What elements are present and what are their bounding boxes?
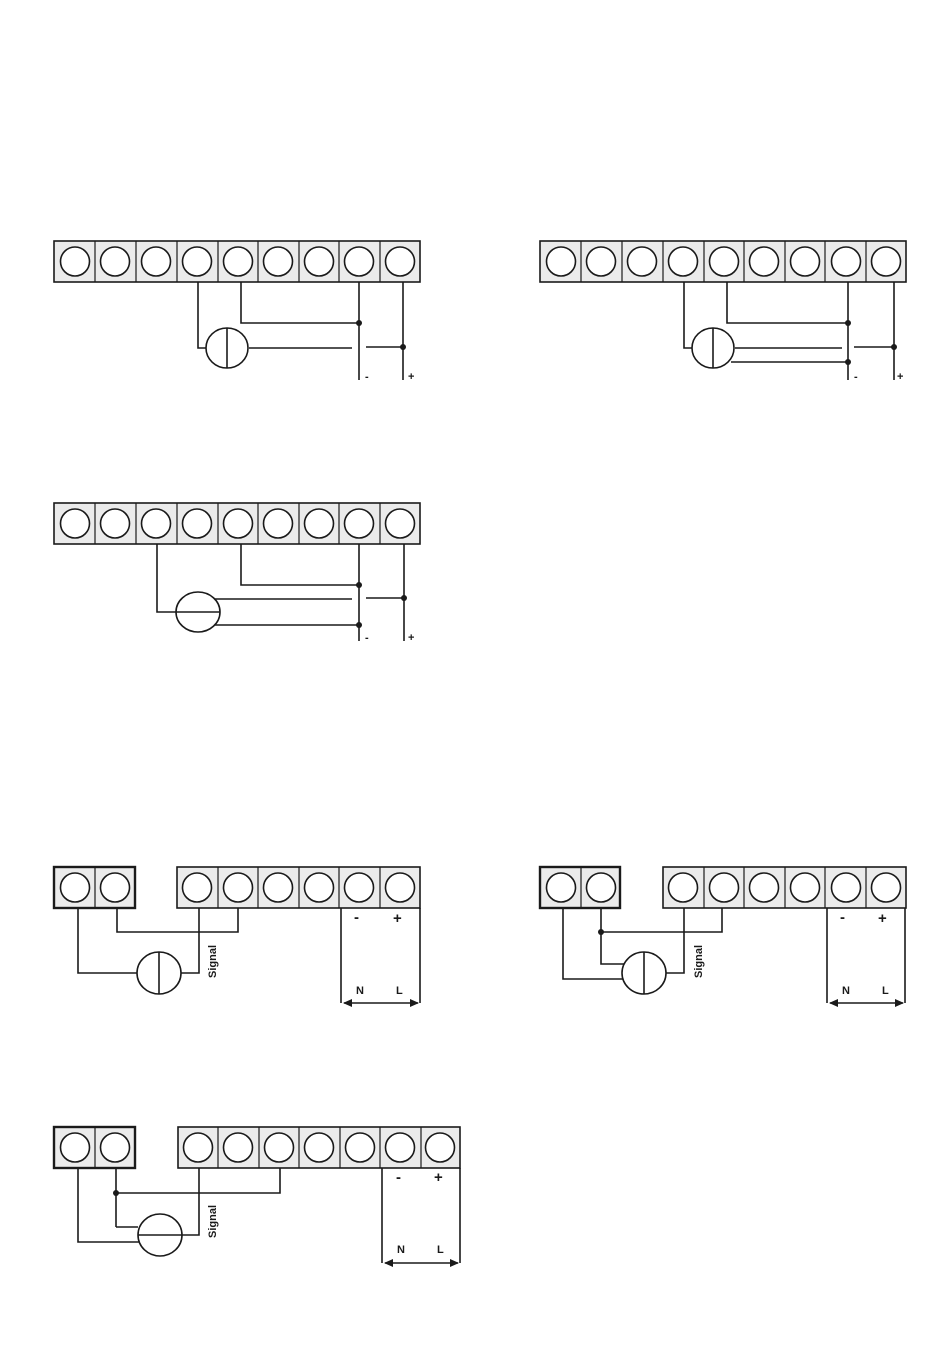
neutral-label: N: [397, 1244, 405, 1256]
plus-label: +: [434, 1169, 443, 1186]
plus-label: +: [408, 632, 414, 644]
junction-dot: [356, 622, 362, 628]
minus-label: -: [354, 909, 359, 926]
junction-dot: [400, 344, 406, 350]
terminal-block: [178, 1127, 460, 1168]
signal-label: Signal: [207, 1205, 219, 1238]
plus-label: +: [393, 910, 402, 927]
junction-dot: [845, 359, 851, 365]
plus-label: +: [878, 910, 887, 927]
terminal-block: [54, 241, 420, 282]
diagram-4: - + Signal N L: [54, 867, 420, 1003]
neutral-label: N: [842, 985, 850, 997]
minus-label: -: [365, 371, 369, 383]
diagram-5: - + Signal N L: [540, 867, 906, 1003]
diagram-1: - +: [54, 241, 420, 383]
minus-label: -: [840, 909, 845, 926]
junction-dot: [401, 595, 407, 601]
diagram-2: - +: [540, 241, 906, 383]
signal-label: Signal: [693, 945, 705, 978]
wires: [78, 908, 420, 1003]
wires: [563, 908, 905, 1003]
terminal-block: [540, 241, 906, 282]
sensor-symbol: [622, 952, 666, 994]
sensor-symbol: [206, 328, 248, 368]
signal-label: Signal: [207, 945, 219, 978]
neutral-label: N: [356, 985, 364, 997]
terminal-block: [54, 503, 420, 544]
line-label: L: [882, 985, 889, 997]
minus-label: -: [854, 371, 858, 383]
terminal-block: [177, 867, 420, 908]
terminal-block: [663, 867, 906, 908]
sensor-terminal-block: [540, 867, 620, 908]
junction-dot: [845, 320, 851, 326]
sensor-symbol: [137, 952, 181, 994]
line-label: L: [396, 985, 403, 997]
sensor-terminal-block: [54, 867, 135, 908]
junction-dot: [113, 1190, 119, 1196]
junction-dot: [598, 929, 604, 935]
junction-dot: [356, 320, 362, 326]
plus-label: +: [408, 371, 414, 383]
sensor-terminal-block: [54, 1127, 135, 1168]
minus-label: -: [365, 632, 369, 644]
minus-label: -: [396, 1169, 401, 1186]
sensor-symbol: [692, 328, 734, 368]
sensor-symbol: [138, 1214, 182, 1256]
diagram-6: - + Signal N L: [54, 1127, 460, 1263]
diagram-3: - +: [54, 503, 420, 644]
line-label: L: [437, 1244, 444, 1256]
junction-dot: [356, 582, 362, 588]
plus-label: +: [897, 371, 903, 383]
junction-dot: [891, 344, 897, 350]
sensor-symbol: [176, 592, 220, 632]
